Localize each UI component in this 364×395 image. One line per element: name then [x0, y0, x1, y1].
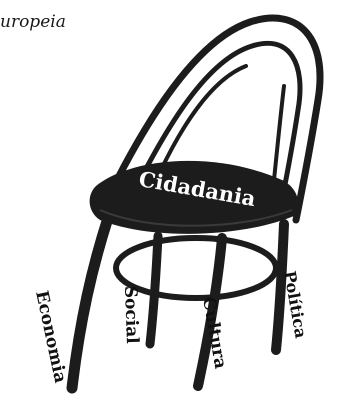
chair-leg-economia: [72, 218, 108, 388]
leg-label-economia: Economia: [31, 289, 70, 385]
leg-label-social: Social: [120, 285, 142, 344]
chair-leg-social: [150, 236, 158, 344]
